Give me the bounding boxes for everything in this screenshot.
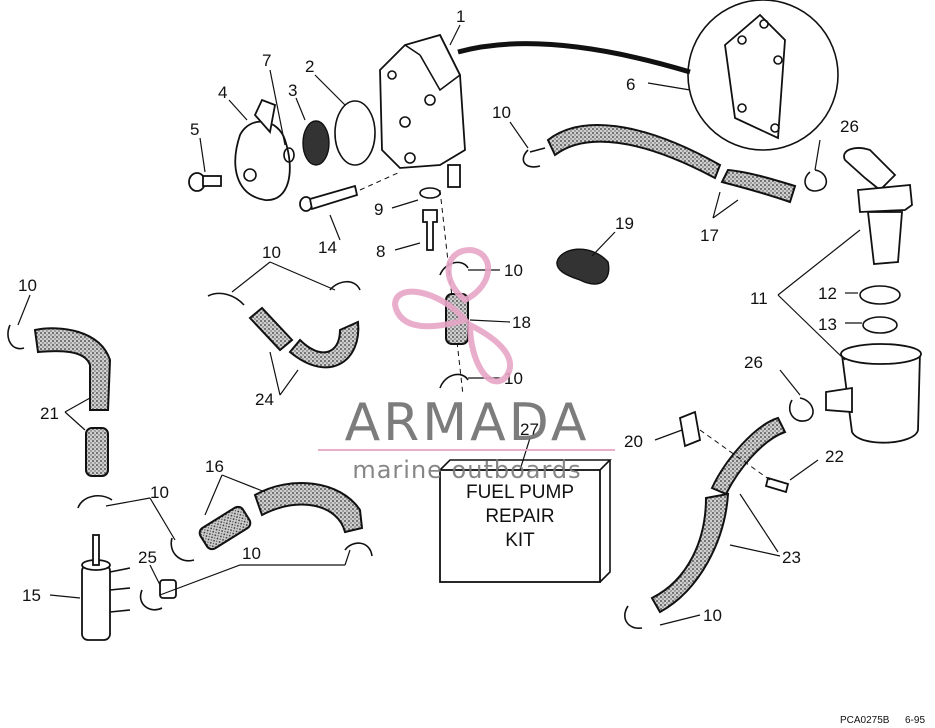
diaphragm-gasket bbox=[334, 100, 376, 166]
figure-code: PCA0275B bbox=[840, 715, 890, 726]
long-screw bbox=[299, 184, 359, 212]
callout-18: 18 bbox=[512, 313, 531, 332]
hose-24-short bbox=[248, 306, 294, 352]
clamp-18-top bbox=[439, 261, 469, 276]
pump-cover bbox=[234, 98, 291, 201]
callout-1: 1 bbox=[456, 7, 465, 26]
clamp-16-b bbox=[344, 542, 373, 557]
gasket-detail bbox=[687, 0, 839, 151]
callout-9: 9 bbox=[374, 200, 383, 219]
callout-11: 11 bbox=[750, 289, 768, 308]
callout-10-g: 10 bbox=[703, 606, 722, 625]
callout-23: 23 bbox=[782, 548, 801, 567]
callout-17: 17 bbox=[700, 226, 719, 245]
filter-seal-12 bbox=[859, 285, 901, 305]
kit-label-line-1: FUEL PUMP bbox=[466, 482, 574, 503]
detail-leader-cable bbox=[457, 41, 691, 75]
callout-21: 21 bbox=[40, 404, 59, 423]
callout-10-a: 10 bbox=[262, 243, 281, 262]
clamp-15-top bbox=[77, 495, 113, 509]
callout-7: 7 bbox=[262, 51, 271, 70]
callout-8: 8 bbox=[376, 242, 385, 261]
callout-26-top: 26 bbox=[840, 117, 859, 136]
kit-label-line-3: KIT bbox=[505, 530, 535, 551]
clamp-top bbox=[522, 147, 546, 168]
clamp-24-right bbox=[329, 280, 361, 291]
callout-25: 25 bbox=[138, 548, 157, 567]
callout-2: 2 bbox=[305, 57, 314, 76]
bracket-20 bbox=[678, 410, 702, 448]
callout-10-e: 10 bbox=[150, 483, 169, 502]
callout-10-b: 10 bbox=[504, 261, 523, 280]
callout-22: 22 bbox=[825, 447, 844, 466]
hose-24-long bbox=[288, 320, 360, 369]
pump-gasket-19 bbox=[556, 248, 610, 285]
callout-10-d: 10 bbox=[18, 276, 37, 295]
fuel-filter-assembly bbox=[825, 147, 922, 444]
cover-screw bbox=[188, 172, 222, 192]
fuel-pump-body bbox=[379, 33, 466, 188]
clamp-26-lower bbox=[788, 397, 814, 422]
hose-21-upper bbox=[33, 327, 112, 411]
callout-10-top: 10 bbox=[492, 103, 511, 122]
callout-24: 24 bbox=[255, 390, 274, 409]
armada-watermark: ARMADA marine outboards bbox=[318, 246, 615, 484]
small-o-ring bbox=[283, 147, 295, 163]
callout-16: 16 bbox=[205, 457, 224, 476]
clamp-18-bottom bbox=[439, 373, 469, 389]
hose-21-lower bbox=[85, 427, 109, 477]
clamp-26-top bbox=[804, 169, 828, 192]
callout-20: 20 bbox=[624, 432, 643, 451]
check-valve-25 bbox=[159, 579, 177, 599]
hose-16-short bbox=[198, 505, 252, 551]
callout-5: 5 bbox=[190, 120, 199, 139]
watermark-brand: ARMADA bbox=[345, 393, 590, 453]
callout-19: 19 bbox=[615, 214, 634, 233]
clamp-23 bbox=[624, 605, 643, 629]
clamp-21 bbox=[7, 324, 25, 350]
clamp-16-a bbox=[170, 537, 195, 562]
hose-17-upper bbox=[546, 124, 722, 180]
callout-10-f: 10 bbox=[242, 544, 261, 563]
hose-16-long bbox=[253, 482, 364, 534]
fuel-primer-15 bbox=[81, 534, 131, 641]
hose-fitting bbox=[422, 209, 438, 251]
filter-seal-13 bbox=[862, 316, 898, 334]
callout-4: 4 bbox=[218, 83, 227, 102]
hose-17-lower bbox=[720, 168, 797, 204]
fitting-o-ring bbox=[419, 187, 441, 199]
watermark-tagline: marine outboards bbox=[352, 456, 581, 484]
callout-13: 13 bbox=[818, 315, 837, 334]
callout-15: 15 bbox=[22, 586, 41, 605]
clamp-16-c bbox=[139, 589, 163, 611]
callout-26-lower: 26 bbox=[744, 353, 763, 372]
hose-23-lower bbox=[650, 492, 730, 614]
leader-lines bbox=[17, 24, 862, 626]
hose-23-upper bbox=[710, 416, 787, 496]
clamp-24-left bbox=[207, 292, 245, 306]
callout-labels: 1 2 3 4 5 6 7 8 9 10 11 12 13 14 15 16 1… bbox=[18, 7, 859, 625]
callout-3: 3 bbox=[288, 81, 297, 100]
callout-14: 14 bbox=[318, 238, 337, 257]
kit-label-line-2: REPAIR bbox=[485, 506, 554, 527]
figure-date: 6-95 bbox=[905, 715, 925, 726]
screw-22 bbox=[764, 476, 790, 494]
filter-screen bbox=[302, 120, 330, 166]
propeller-logo-icon bbox=[391, 246, 513, 385]
callout-6: 6 bbox=[626, 75, 635, 94]
callout-27: 27 bbox=[520, 420, 539, 439]
callout-12: 12 bbox=[818, 284, 837, 303]
